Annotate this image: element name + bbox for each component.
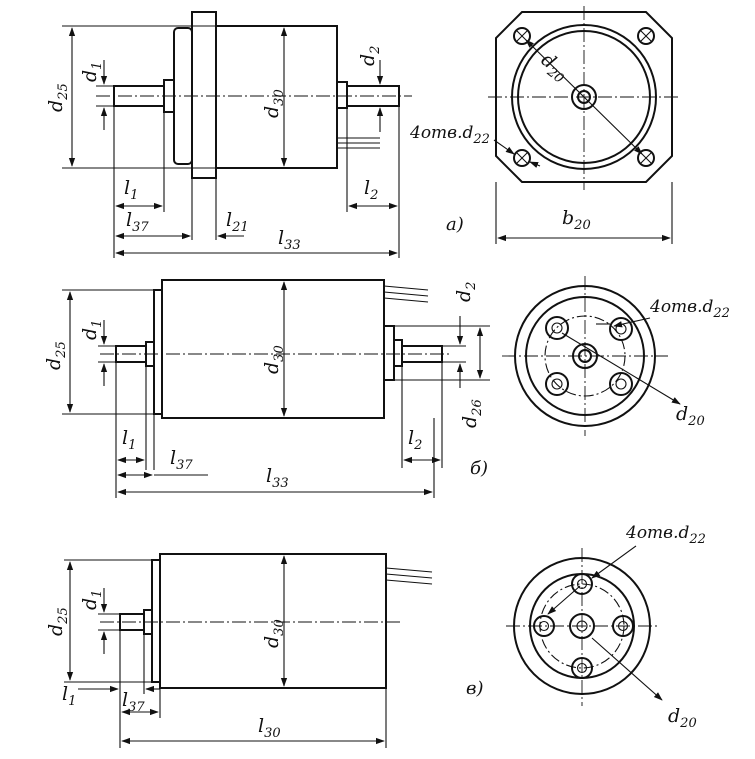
view-b-side — [62, 279, 490, 498]
label-d1: d1 — [79, 590, 105, 610]
caption-a: a) — [446, 214, 464, 235]
label-d1: d1 — [79, 320, 105, 340]
label-d20: d20 — [668, 705, 697, 731]
label-d2: d2 — [453, 282, 479, 302]
label-d30: d30 — [261, 89, 287, 118]
label-d26: d26 — [459, 399, 485, 428]
label-holes: 4отв.d22 — [625, 523, 706, 547]
view-c-front — [506, 545, 663, 706]
view-b-front — [502, 276, 681, 436]
label-b20: b20 — [562, 207, 591, 233]
mounting-hole — [513, 149, 531, 167]
label-l2: l2 — [408, 427, 422, 453]
mounting-hole — [609, 317, 633, 341]
label-d2: d2 — [357, 46, 383, 66]
label-l2: l2 — [364, 177, 378, 203]
mounting-hole — [545, 372, 569, 396]
mounting-hole — [609, 372, 633, 396]
label-l21: l21 — [226, 209, 249, 235]
label-holes: 4отв.d22 — [649, 297, 730, 321]
label-l1: l1 — [122, 427, 136, 453]
label-l1: l1 — [62, 683, 76, 709]
view-a-side — [62, 11, 412, 258]
label-d30: d30 — [261, 345, 287, 374]
label-d25: d25 — [45, 607, 71, 636]
mounting-hole — [637, 27, 655, 45]
label-d25: d25 — [43, 341, 69, 370]
label-d25: d25 — [45, 83, 71, 112]
caption-b: б) — [470, 458, 488, 479]
label-l37: l37 — [170, 447, 193, 473]
view-c-side — [64, 553, 433, 748]
label-d20: d20 — [676, 403, 705, 429]
mounting-hole — [545, 316, 569, 340]
label-l37: l37 — [126, 209, 149, 235]
label-d1: d1 — [79, 62, 105, 82]
label-l37: l37 — [122, 689, 145, 715]
label-l30: l30 — [258, 715, 281, 741]
label-holes: 4отв.d22 — [409, 123, 490, 147]
label-l1: l1 — [124, 177, 138, 203]
view-a-front — [488, 6, 680, 244]
label-l33: l33 — [266, 465, 289, 491]
label-l33: l33 — [278, 227, 301, 253]
caption-c: в) — [466, 678, 484, 699]
label-d30: d30 — [261, 619, 287, 648]
